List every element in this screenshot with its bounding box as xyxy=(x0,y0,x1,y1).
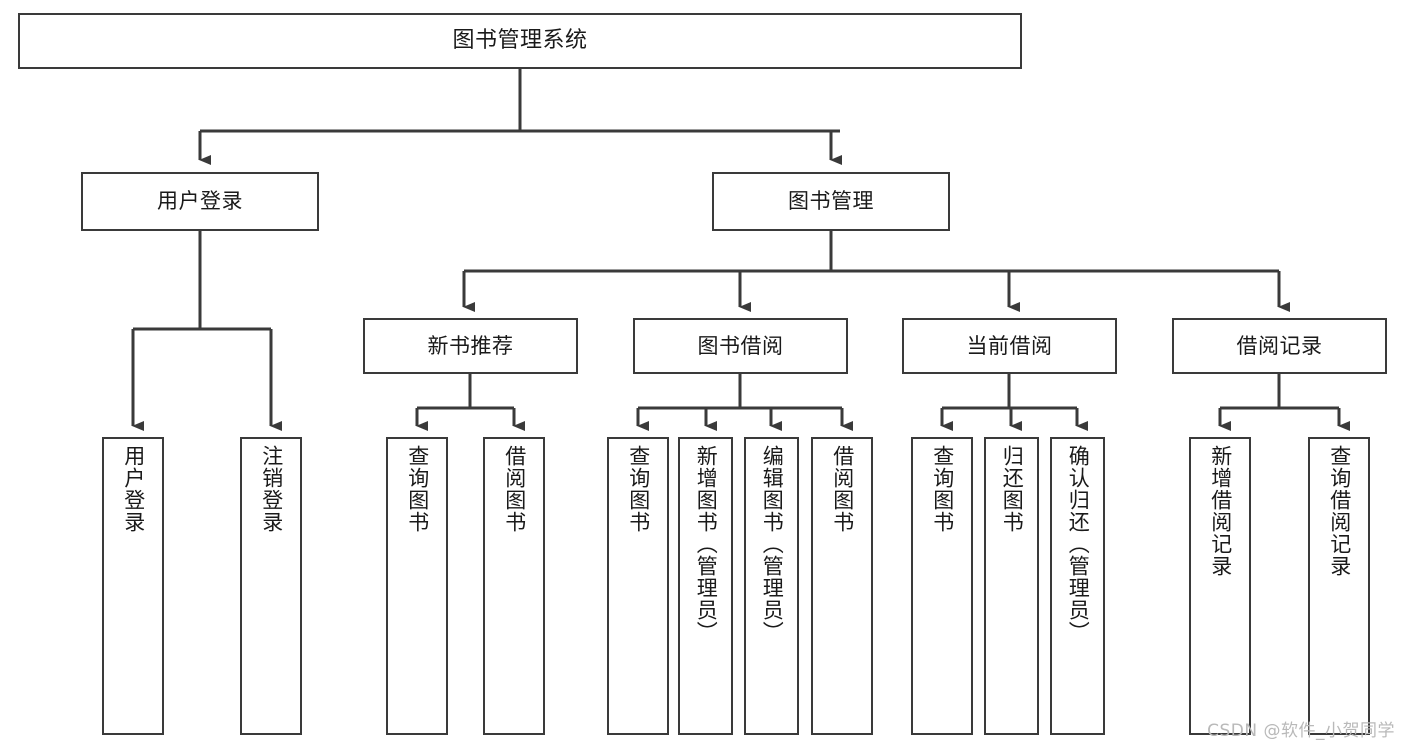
leaf-confirm-return-admin[interactable]: 确认归还（管理员） xyxy=(1050,437,1105,735)
node-label: 查询图书 xyxy=(405,445,430,533)
node-label: 编辑图书（管理员） xyxy=(760,445,785,643)
node-label: 查询图书 xyxy=(930,445,955,533)
node-new-book-recommend[interactable]: 新书推荐 xyxy=(363,318,578,374)
leaf-logout[interactable]: 注销登录 xyxy=(240,437,302,735)
leaf-add-borrow-record[interactable]: 新增借阅记录 xyxy=(1189,437,1251,735)
node-label: 注销登录 xyxy=(259,445,284,533)
node-label: 借阅图书 xyxy=(502,445,527,533)
node-label: 当前借阅 xyxy=(966,333,1053,358)
node-label: 借阅记录 xyxy=(1236,333,1323,358)
node-user-login[interactable]: 用户登录 xyxy=(81,172,319,231)
leaf-borrow-book[interactable]: 借阅图书 xyxy=(811,437,873,735)
leaf-return-book[interactable]: 归还图书 xyxy=(984,437,1039,735)
node-current-borrow[interactable]: 当前借阅 xyxy=(902,318,1117,374)
node-label: 确认归还（管理员） xyxy=(1066,445,1091,643)
leaf-query-borrow-record[interactable]: 查询借阅记录 xyxy=(1308,437,1370,735)
node-label: 归还图书 xyxy=(1000,445,1025,533)
node-label: 图书借阅 xyxy=(697,333,784,358)
leaf-user-login[interactable]: 用户登录 xyxy=(102,437,164,735)
node-label: 图书管理系统 xyxy=(452,27,588,53)
leaf-borrow-book-new[interactable]: 借阅图书 xyxy=(483,437,545,735)
leaf-add-book-admin[interactable]: 新增图书（管理员） xyxy=(678,437,733,735)
node-label: 借阅图书 xyxy=(830,445,855,533)
node-root[interactable]: 图书管理系统 xyxy=(18,13,1022,69)
node-book-management[interactable]: 图书管理 xyxy=(712,172,950,231)
leaf-query-book-current[interactable]: 查询图书 xyxy=(911,437,973,735)
node-book-borrow[interactable]: 图书借阅 xyxy=(633,318,848,374)
node-borrow-records[interactable]: 借阅记录 xyxy=(1172,318,1387,374)
node-label: 新书推荐 xyxy=(427,333,514,358)
leaf-query-book-new[interactable]: 查询图书 xyxy=(386,437,448,735)
node-label: 图书管理 xyxy=(788,189,874,214)
watermark: CSDN @软件_小贺同学 xyxy=(1207,721,1395,741)
node-label: 用户登录 xyxy=(157,189,243,214)
node-label: 用户登录 xyxy=(121,445,146,533)
node-label: 新增图书（管理员） xyxy=(694,445,719,643)
leaf-query-book-borrow[interactable]: 查询图书 xyxy=(607,437,669,735)
node-label: 查询图书 xyxy=(626,445,651,533)
node-label: 新增借阅记录 xyxy=(1208,445,1233,577)
leaf-edit-book-admin[interactable]: 编辑图书（管理员） xyxy=(744,437,799,735)
node-label: 查询借阅记录 xyxy=(1327,445,1352,577)
